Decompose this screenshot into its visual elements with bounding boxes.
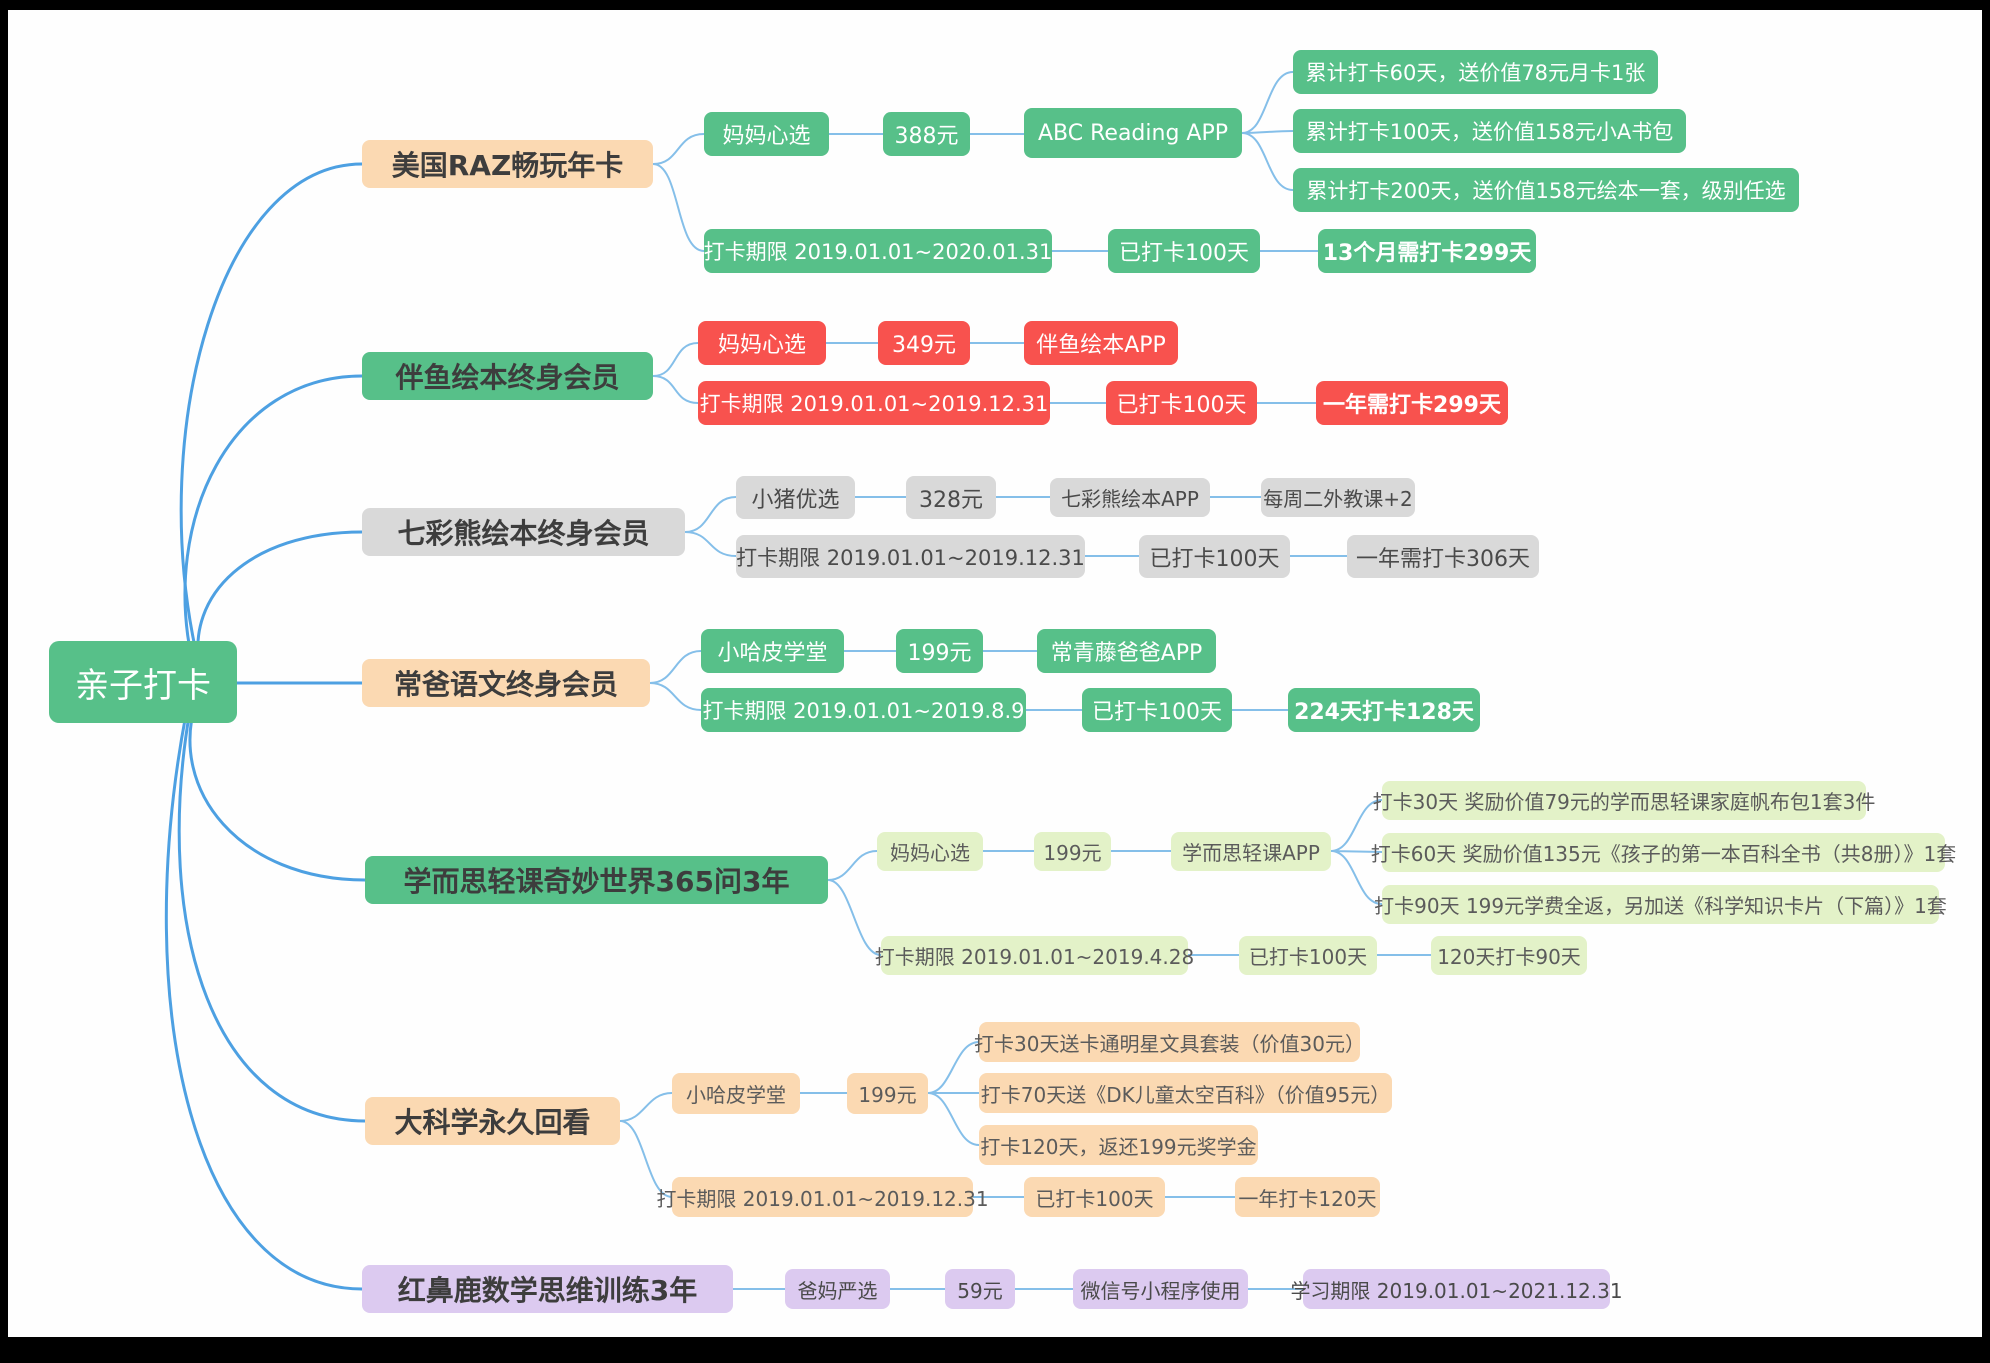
palfish-app-node[interactable]: 伴鱼绘本APP [1024, 321, 1178, 365]
raz-branch-connectors [652, 71, 1319, 252]
branch-palfish-label[interactable]: 伴鱼绘本终身会员 [362, 352, 653, 400]
palfish-branch-connectors [652, 342, 1317, 404]
xes-progress-node[interactable]: 已打卡100天 [1239, 936, 1377, 975]
root-connector-bigscience [177, 708, 367, 1123]
branch-rainbowbear-label[interactable]: 七彩熊绘本终身会员 [362, 508, 685, 556]
raz-app-node[interactable]: ABC Reading APP [1024, 108, 1242, 158]
raz-period-node[interactable]: 打卡期限 2019.01.01~2020.01.31 [704, 229, 1052, 273]
branch-raz-label[interactable]: 美国RAZ畅玩年卡 [362, 140, 653, 188]
raz-price-node[interactable]: 388元 [883, 112, 970, 156]
rainbowbear-source-node[interactable]: 小猪优选 [736, 476, 855, 519]
branch-bigscience-label[interactable]: 大科学永久回看 [365, 1097, 620, 1145]
rainbowbear-period-node[interactable]: 打卡期限 2019.01.01~2019.12.31 [736, 535, 1085, 578]
changba-source-node[interactable]: 小哈皮学堂 [701, 629, 844, 673]
branch-xes-label[interactable]: 学而思轻课奇妙世界365问3年 [365, 856, 828, 904]
root-node[interactable]: 亲子打卡 [49, 641, 237, 723]
rednosedeer-price-node[interactable]: 59元 [945, 1269, 1015, 1309]
rainbowbear-price-node[interactable]: 328元 [906, 476, 996, 519]
rednosedeer-app-node[interactable]: 微信号小程序使用 [1073, 1269, 1248, 1309]
bigscience-progress-node[interactable]: 已打卡100天 [1024, 1177, 1165, 1217]
rainbowbear-app-node[interactable]: 七彩熊绘本APP [1050, 478, 1210, 517]
xes-app-node[interactable]: 学而思轻课APP [1171, 832, 1331, 871]
root-connector-palfish [183, 374, 364, 662]
root-connector-rednosedeer [164, 712, 364, 1291]
rainbowbear-branch-connectors [684, 496, 1348, 557]
xes-reward-30-node[interactable]: 打卡30天 奖励价值79元的学而思轻课家庭帆布包1套3件 [1373, 781, 1875, 820]
palfish-source-node[interactable]: 妈妈心选 [698, 321, 826, 365]
changba-target-node[interactable]: 224天打卡128天 [1288, 688, 1480, 732]
rednosedeer-period-node[interactable]: 学习期限 2019.01.01~2021.12.31 [1290, 1269, 1623, 1309]
rednosedeer-source-node[interactable]: 爸妈严选 [785, 1269, 890, 1309]
palfish-period-node[interactable]: 打卡期限 2019.01.01~2019.12.31 [698, 381, 1050, 425]
changba-branch-connectors [649, 650, 1289, 711]
changba-period-node[interactable]: 打卡期限 2019.01.01~2019.8.9 [701, 688, 1026, 732]
raz-progress-node[interactable]: 已打卡100天 [1108, 229, 1260, 273]
root-connector-raz [179, 162, 364, 654]
raz-reward-60-node[interactable]: 累计打卡60天，送价值78元月卡1张 [1293, 50, 1658, 94]
changba-price-node[interactable]: 199元 [896, 629, 983, 673]
xes-source-node[interactable]: 妈妈心选 [877, 832, 983, 871]
rainbowbear-class-node[interactable]: 每周二外教课+2 [1261, 478, 1415, 517]
rainbowbear-progress-node[interactable]: 已打卡100天 [1139, 535, 1290, 578]
xes-reward-60-node[interactable]: 打卡60天 奖励价值135元《孩子的第一本百科全书（共8册）》1套 [1371, 833, 1956, 872]
raz-source-node[interactable]: 妈妈心选 [704, 112, 829, 156]
changba-app-node[interactable]: 常青藤爸爸APP [1037, 629, 1216, 673]
palfish-progress-node[interactable]: 已打卡100天 [1106, 381, 1257, 425]
changba-progress-node[interactable]: 已打卡100天 [1082, 688, 1232, 732]
xes-price-node[interactable]: 199元 [1034, 832, 1111, 871]
bigscience-reward-70-node[interactable]: 打卡70天送《DK儿童太空百科》（价值95元） [979, 1073, 1392, 1113]
root-connector-rainbowbear [196, 530, 364, 670]
branch-changba-label[interactable]: 常爸语文终身会员 [362, 659, 650, 707]
bigscience-reward-120-node[interactable]: 打卡120天，返还199元奖学金 [979, 1125, 1258, 1165]
bigscience-target-node[interactable]: 一年打卡120天 [1235, 1177, 1380, 1217]
bigscience-price-node[interactable]: 199元 [847, 1073, 928, 1114]
rainbowbear-target-node[interactable]: 一年需打卡306天 [1347, 535, 1539, 578]
xes-branch-connectors [827, 799, 1432, 956]
root-connector-xes [188, 700, 367, 882]
bigscience-branch-connectors [619, 1041, 1236, 1198]
raz-target-node[interactable]: 13个月需打卡299天 [1318, 229, 1536, 273]
xes-reward-90-node[interactable]: 打卡90天 199元学费全返，另加送《科学知识卡片（下篇）》1套 [1374, 885, 1947, 924]
xes-period-node[interactable]: 打卡期限 2019.01.01~2019.4.28 [875, 936, 1194, 975]
raz-reward-100-node[interactable]: 累计打卡100天，送价值158元小A书包 [1293, 109, 1686, 153]
palfish-price-node[interactable]: 349元 [878, 321, 970, 365]
palfish-target-node[interactable]: 一年需打卡299天 [1316, 381, 1508, 425]
bigscience-period-node[interactable]: 打卡期限 2019.01.01~2019.12.31 [656, 1177, 989, 1217]
bigscience-source-node[interactable]: 小哈皮学堂 [672, 1073, 800, 1114]
bigscience-reward-30-node[interactable]: 打卡30天送卡通明星文具套装（价值30元） [974, 1022, 1365, 1062]
branch-rednosedeer-label[interactable]: 红鼻鹿数学思维训练3年 [362, 1265, 733, 1313]
xes-target-node[interactable]: 120天打卡90天 [1431, 936, 1587, 975]
raz-reward-200-node[interactable]: 累计打卡200天，送价值158元绘本一套，级别任选 [1293, 168, 1799, 212]
